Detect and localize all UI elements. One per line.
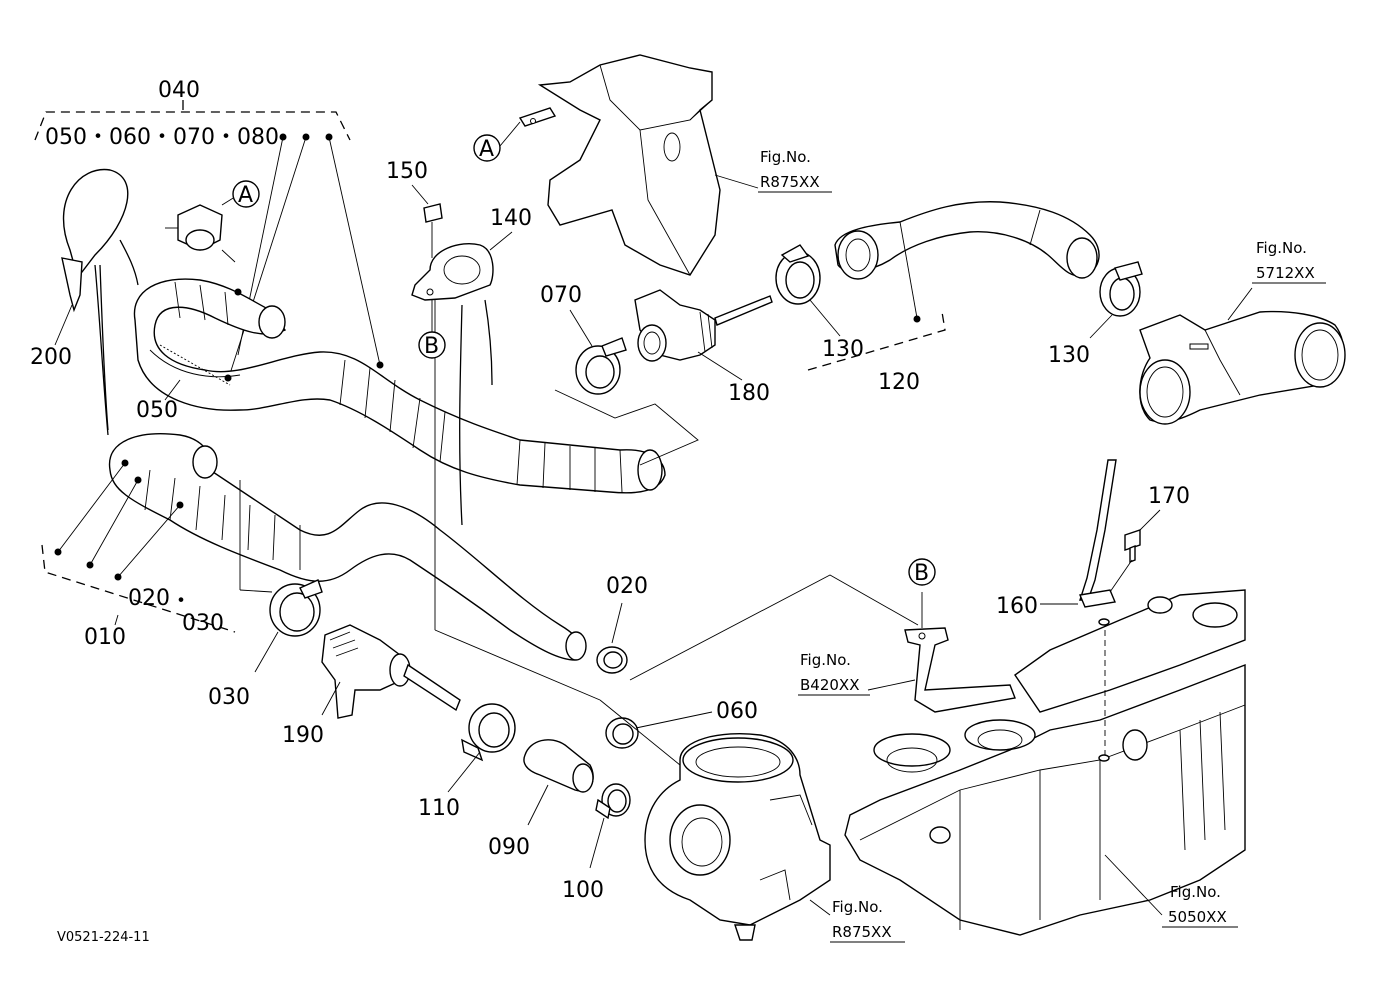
assembly-010-group: 020 ・ 030 010 — [41, 462, 236, 650]
label-130-b: 130 — [1048, 343, 1090, 368]
cable-tie-200: 200 — [30, 168, 139, 436]
label-150: 150 — [386, 159, 428, 184]
diagram-id: V0521-224-11 — [57, 930, 150, 945]
hose-assembly-010 — [99, 264, 587, 661]
thermostat-cover-r875: A Fig.No. R875XX — [473, 54, 832, 276]
clamp-110: 110 — [418, 703, 516, 821]
svg-text:・: ・ — [170, 589, 192, 614]
callout-b-1: B — [424, 334, 439, 359]
label-030: 030 — [208, 685, 250, 710]
clamp-130-b: 130 — [1048, 261, 1143, 368]
label-010: 010 — [84, 625, 126, 650]
pipe-160: 160 — [996, 459, 1117, 762]
clamp-070: 070 — [540, 283, 699, 466]
bolt-150: 150 — [386, 159, 443, 258]
label-070: 070 — [540, 283, 582, 308]
label-180: 180 — [728, 381, 770, 406]
label-160: 160 — [996, 594, 1038, 619]
fig-label-5050: Fig.No. — [1170, 883, 1221, 901]
label-060: 060 — [716, 699, 758, 724]
callout-a-2: A — [479, 137, 494, 162]
clip-140: 140 B — [411, 206, 532, 526]
callout-a-1: A — [238, 183, 253, 208]
thermostat-housing: Fig.No. R875XX — [644, 733, 905, 943]
fig-label-r875-top: Fig.No. — [760, 148, 811, 166]
label-050: 050 — [136, 398, 178, 423]
label-130-a: 130 — [822, 337, 864, 362]
label-110: 110 — [418, 796, 460, 821]
label-140: 140 — [490, 206, 532, 231]
label-090: 090 — [488, 835, 530, 860]
fig-ref-r875-bottom: R875XX — [832, 923, 892, 941]
hose-clip-a: A — [165, 180, 260, 263]
label-020: 020 — [606, 574, 648, 599]
clamp-030: 030 — [208, 480, 323, 710]
bolt-170: 170 — [1109, 484, 1190, 593]
label-120: 120 — [878, 370, 920, 395]
cylinder-head: Fig.No. 5050XX — [844, 589, 1246, 936]
fig-ref-r875-top: R875XX — [760, 173, 820, 191]
label-200: 200 — [30, 345, 72, 370]
label-030-sub: 030 — [182, 611, 224, 636]
fig-ref-5712: 5712XX — [1256, 264, 1315, 282]
clamp-130-a: 130 — [775, 244, 864, 362]
label-020-sub: 020 — [128, 586, 170, 611]
label-190: 190 — [282, 723, 324, 748]
hose-090: 090 — [488, 739, 594, 860]
bracket-b420: B Fig.No. B420XX — [798, 558, 1016, 713]
clamp-100: 100 — [562, 783, 631, 903]
label-170: 170 — [1148, 484, 1190, 509]
sensor-190: 190 — [282, 624, 461, 748]
fig-ref-5050: 5050XX — [1168, 908, 1227, 926]
clamp-020: 020 — [596, 574, 919, 681]
fig-label-r875-bottom: Fig.No. — [832, 898, 883, 916]
pipe-5712: Fig.No. 5712XX — [1139, 239, 1346, 425]
label-040: 040 — [158, 78, 200, 103]
hose-assembly-040: 050 — [133, 278, 666, 494]
label-100: 100 — [562, 878, 604, 903]
label-050-060-070-080: 050・060・070・080 — [45, 125, 279, 150]
fig-ref-b420: B420XX — [800, 676, 859, 694]
fig-label-b420: Fig.No. — [800, 651, 851, 669]
hose-120: 120 — [807, 201, 1100, 395]
sensor-180: 180 — [634, 289, 773, 406]
fig-label-5712: Fig.No. — [1256, 239, 1307, 257]
callout-b-2: B — [914, 561, 929, 586]
